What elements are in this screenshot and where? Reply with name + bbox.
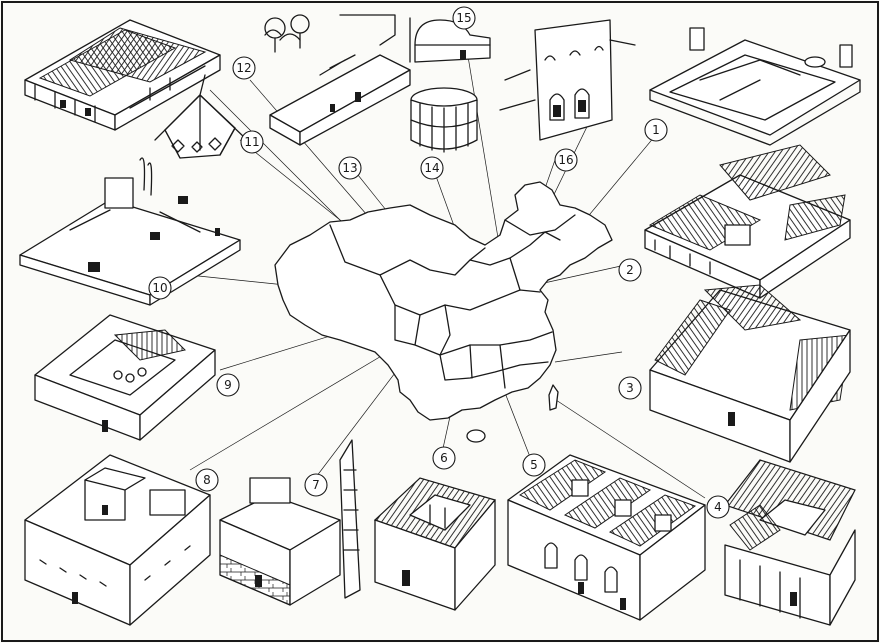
dwelling-label-15: 15 (452, 6, 476, 30)
dwelling-label-1: 1 (644, 118, 668, 142)
label-circle (554, 148, 578, 172)
label-circle (195, 468, 219, 492)
dwelling-12-courtyard-palace (24, 19, 221, 131)
dwelling-2-courtyard-house (644, 144, 851, 299)
label-circle (522, 453, 546, 477)
dwelling-label-10: 10 (148, 276, 172, 300)
dwelling-9-courtyard-square (34, 314, 216, 441)
label-number: 7 (312, 478, 320, 492)
dwelling-label-5: 5 (522, 453, 546, 477)
label-circle (644, 118, 668, 142)
dwelling-14-yurt (410, 87, 478, 153)
dwelling-label-8: 8 (195, 468, 219, 492)
label-number: 13 (342, 161, 357, 175)
dwelling-label-14: 14 (420, 156, 444, 180)
dwelling-label-7: 7 (304, 473, 328, 497)
label-number: 11 (244, 135, 259, 149)
label-number: 9 (224, 378, 232, 392)
label-number: 4 (714, 500, 722, 514)
label-circle (148, 276, 172, 300)
dwelling-3-enclosed-courtyard (649, 284, 851, 463)
label-number: 10 (152, 281, 167, 295)
label-number: 1 (652, 123, 660, 137)
dwelling-6-southern-courtyard (373, 477, 497, 611)
label-number: 6 (440, 451, 448, 465)
label-circle (338, 156, 362, 180)
taiwan-island (548, 384, 559, 411)
hainan-island (466, 429, 486, 443)
label-circle (304, 473, 328, 497)
label-number: 16 (558, 153, 573, 167)
label-number: 5 (530, 458, 538, 472)
label-circle (216, 373, 240, 397)
dwelling-4-courtyard-villa (724, 459, 856, 626)
dwelling-label-2: 2 (618, 258, 642, 282)
label-circle (706, 495, 730, 519)
label-number: 8 (203, 473, 211, 487)
dwelling-label-16: 16 (554, 148, 578, 172)
label-number: 12 (236, 61, 251, 75)
label-circle (240, 130, 264, 154)
dwelling-8-fortified-house (24, 454, 211, 626)
dwelling-label-4: 4 (706, 495, 730, 519)
label-circle (432, 446, 456, 470)
dwelling-label-3: 3 (618, 376, 642, 400)
dwelling-1-walled-compound (649, 27, 861, 146)
dwelling-label-12: 12 (232, 56, 256, 80)
dwelling-15-earth-house (409, 17, 491, 63)
dwelling-13-walled-farm (264, 14, 411, 146)
label-circle (420, 156, 444, 180)
dwelling-5-row-house (507, 454, 706, 621)
china-map (274, 181, 613, 443)
label-circle (618, 376, 642, 400)
dwelling-7-stone-tower (219, 439, 361, 606)
label-number: 3 (626, 381, 634, 395)
dwelling-label-11: 11 (240, 130, 264, 154)
label-circle (618, 258, 642, 282)
dwelling-16-cave-dwelling (499, 19, 636, 141)
dwelling-label-9: 9 (216, 373, 240, 397)
label-circle (232, 56, 256, 80)
label-circle (452, 6, 476, 30)
label-number: 14 (424, 161, 439, 175)
dwelling-label-6: 6 (432, 446, 456, 470)
dwelling-10-flat-roof-compound (19, 157, 241, 306)
dwelling-11-tent (154, 74, 246, 159)
label-number: 2 (626, 263, 634, 277)
label-number: 15 (456, 11, 471, 25)
dwelling-label-13: 13 (338, 156, 362, 180)
